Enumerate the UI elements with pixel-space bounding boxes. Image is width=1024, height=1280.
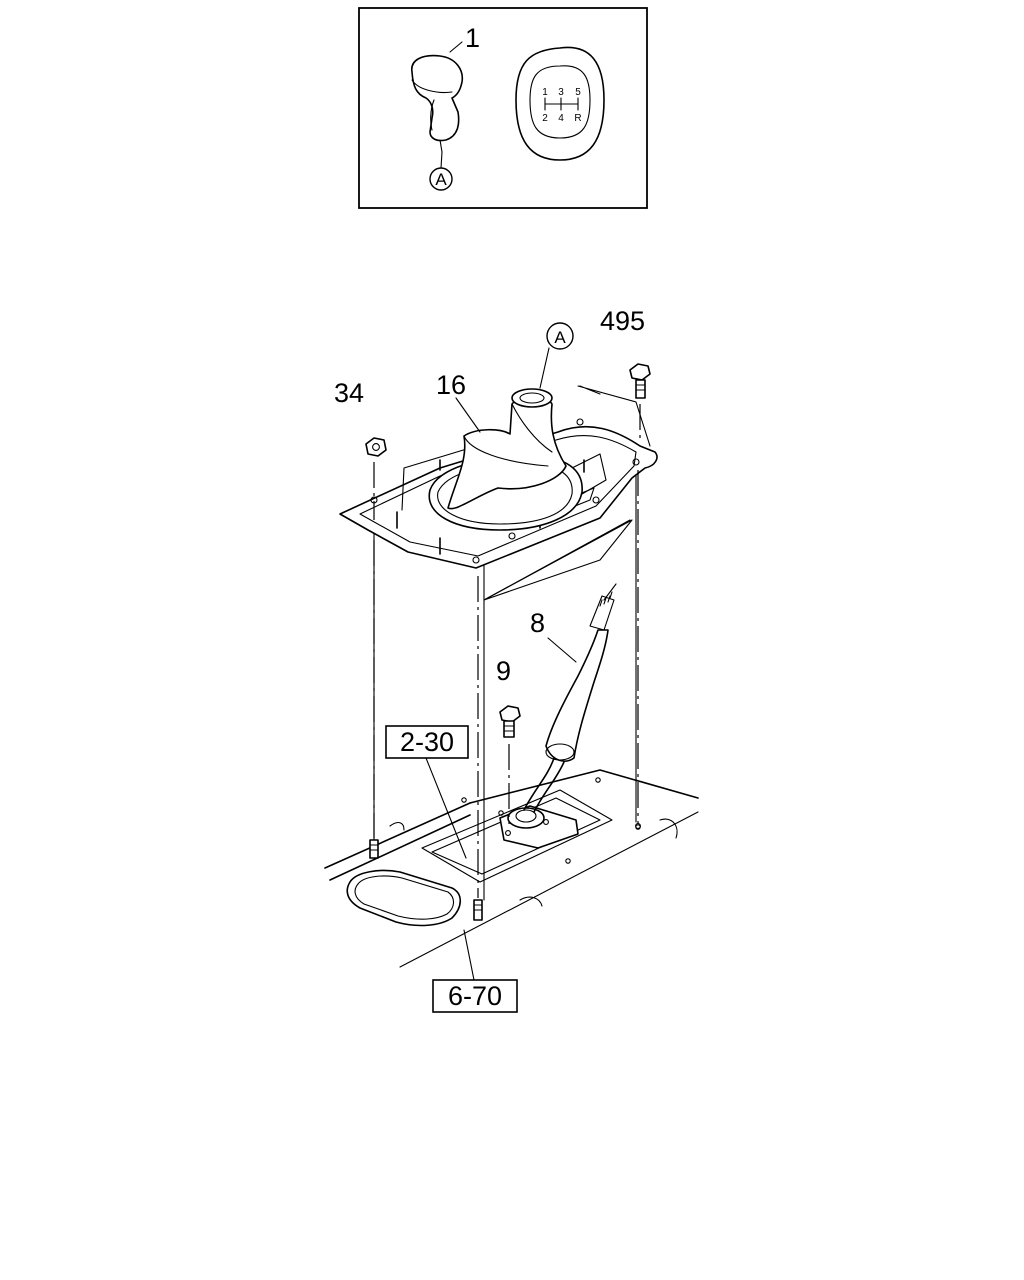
knob-detail-inset: 1 A 1 3 5 2 4 R	[358, 7, 648, 209]
svg-text:A: A	[554, 328, 566, 347]
svg-text:6-70: 6-70	[448, 981, 502, 1011]
callout-knob: 1	[465, 23, 480, 53]
callout-lever-bolt: 9	[496, 656, 511, 686]
shift-pattern-5: 5	[575, 87, 581, 98]
callout-bolt: 495	[600, 306, 645, 336]
floor-studs	[369, 470, 641, 921]
shift-lever	[499, 583, 617, 849]
shift-pattern-4: 4	[558, 113, 564, 124]
shift-pattern-3: 3	[558, 87, 564, 98]
reference-box-lower: 6-70	[432, 979, 518, 1013]
callout-nut: 34	[334, 378, 364, 408]
shift-pattern-1: 1	[542, 87, 548, 98]
leader-ref-lower	[463, 929, 475, 981]
callout-boot: 16	[436, 370, 466, 400]
cover-mounting-bolt	[629, 363, 651, 440]
mounting-nut	[365, 437, 387, 520]
floor-panel	[324, 769, 699, 968]
shift-pattern-r: R	[574, 113, 581, 124]
leader-ref-upper	[425, 757, 467, 859]
svg-text:A: A	[435, 170, 447, 189]
leader-knob	[449, 41, 463, 53]
leader-boot	[455, 397, 481, 433]
shift-boot-bezel	[339, 385, 658, 569]
reference-marker-a-inset: A	[429, 167, 453, 191]
shift-knob-top-view	[515, 46, 605, 161]
lever-mounting-bolt	[499, 705, 521, 824]
shift-pattern-2: 2	[542, 113, 548, 124]
shift-knob-side-view	[411, 54, 464, 169]
leader-marker-a	[539, 347, 550, 389]
svg-text:2-30: 2-30	[400, 727, 454, 757]
reference-marker-a-main: A	[546, 322, 574, 350]
callout-lever: 8	[530, 608, 545, 638]
reference-box-upper: 2-30	[385, 725, 469, 759]
leader-lever	[547, 637, 577, 663]
